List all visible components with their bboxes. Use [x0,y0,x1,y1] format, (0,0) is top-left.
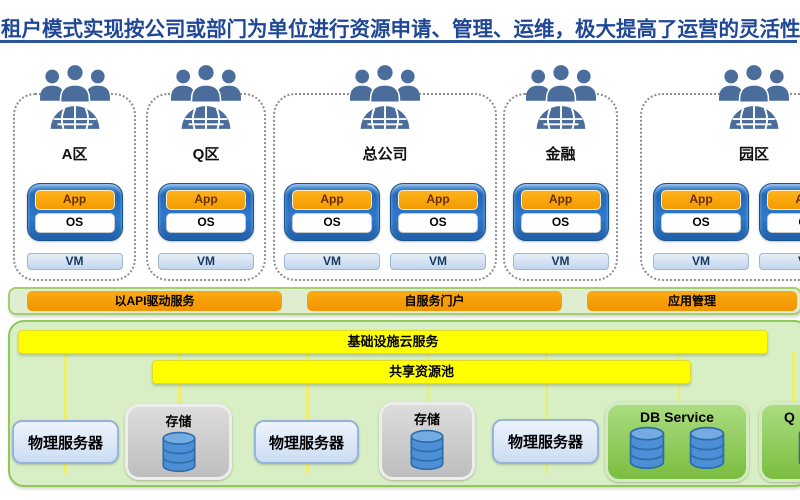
physical-server-box: 物理服务器 [492,419,599,464]
vm-bar: VM [284,253,380,270]
api-service-bar: 以API驱动服务 [27,291,282,311]
vm-stack: App OS VM [512,183,609,270]
infrastructure-cloud-layer: 基础设施云服务 [18,330,768,354]
physical-server-label: 物理服务器 [507,434,583,451]
cloud-platform-container: 基础设施云服务 共享资源池 物理服务器 存储 物理服务器 存储 [8,320,800,487]
vm-stacks: App OS VM [148,183,264,270]
vm-stacks: App OS VM App OS VM [642,183,800,270]
vm-bar: VM [512,253,609,270]
vm-bar: VM [653,253,749,270]
physical-server-box: 物理服务器 [254,420,359,464]
database-icon [410,429,444,471]
os-bar: OS [166,213,246,233]
disk-icons [382,429,472,473]
physical-server-label: 物理服务器 [268,434,344,452]
users-group-icon [168,63,244,131]
vm-stack: App OS VM [158,183,254,270]
app-management-bar: 应用管理 [587,291,797,311]
users-group-icon [716,63,792,131]
connector-line [545,352,548,474]
vm-stack: App OS VM [759,183,800,270]
service-strip: 以API驱动服务 自服务门户 应用管理 [8,287,800,315]
tenant-box-campus: 园区 App OS VM App OS VM [640,63,800,281]
vm-stack: App OS VM [653,183,749,270]
app-bar: App [166,190,246,210]
database-icon [629,426,665,470]
tenant-box-finance: 金融 App OS VM [503,63,618,281]
clipped-service-box: Q [759,402,800,482]
storage-box: 存储 [125,404,232,480]
vm-stack: App OS VM [390,183,486,270]
app-os-panel: App OS [26,183,123,241]
app-bar: App [520,190,601,210]
connector-line [64,352,67,474]
vm-bar: VM [158,253,254,270]
users-group-icon [523,63,599,131]
storage-label: 存储 [413,412,440,427]
vm-bar: VM [390,253,486,270]
app-os-panel: App OS [158,183,254,241]
title-underline [0,40,797,43]
tenant-label: Q区 [192,146,220,163]
vm-stacks: App OS VM [15,183,134,270]
users-group-icon [37,63,113,131]
disk-icons [762,426,800,472]
app-bar: App [767,190,800,210]
self-service-portal-bar: 自服务门户 [307,291,562,311]
vm-bar: VM [26,253,123,270]
storage-box: 存储 [379,402,475,480]
connector-line [306,352,309,474]
os-bar: OS [398,213,478,233]
physical-server-label: 物理服务器 [27,434,103,452]
os-bar: OS [520,213,601,233]
database-icon [689,426,725,470]
vm-stacks: App OS VM App OS VM [275,183,495,270]
app-bar: App [398,190,478,210]
app-os-panel: App OS [759,183,800,241]
tenant-label: 总公司 [362,146,408,163]
app-os-panel: App OS [653,183,749,241]
tenant-label: 金融 [545,146,576,163]
db-service-box: DB Service [605,402,749,482]
physical-server-box: 物理服务器 [12,420,119,464]
storage-label: 存储 [165,414,192,429]
app-bar: App [661,190,741,210]
database-icon [161,431,196,473]
database-icon [798,430,800,465]
app-bar: App [34,190,115,210]
tenant-label: A区 [61,146,88,163]
vm-stack: App OS VM [284,183,380,270]
vm-bar: VM [759,253,800,270]
app-os-panel: App OS [390,183,486,241]
disk-icons [608,426,746,472]
vm-stacks: App OS VM [505,183,616,270]
tenant-box-headquarters: 总公司 App OS VM App OS VM [273,63,497,281]
os-bar: OS [661,213,741,233]
shared-resource-pool-layer: 共享资源池 [152,360,691,384]
app-os-panel: App OS [512,183,609,241]
disk-icons [128,431,229,475]
tenant-box-q: Q区 App OS VM [146,63,266,281]
tenant-label: 园区 [738,146,769,163]
vm-stack: App OS VM [26,183,123,270]
app-os-panel: App OS [284,183,380,241]
app-bar: App [292,190,372,210]
clipped-service-label: Q [784,409,795,425]
users-group-icon [347,63,423,131]
os-bar: OS [292,213,372,233]
os-bar: OS [34,213,115,233]
tenant-box-a: A区 App OS VM [13,63,136,281]
page-title: 租户模式实现按公司或部门为单位进行资源申请、管理、运维，极大提高了运营的灵活性 [1,18,800,41]
os-bar: OS [767,213,800,233]
db-service-label: DB Service [640,409,714,425]
